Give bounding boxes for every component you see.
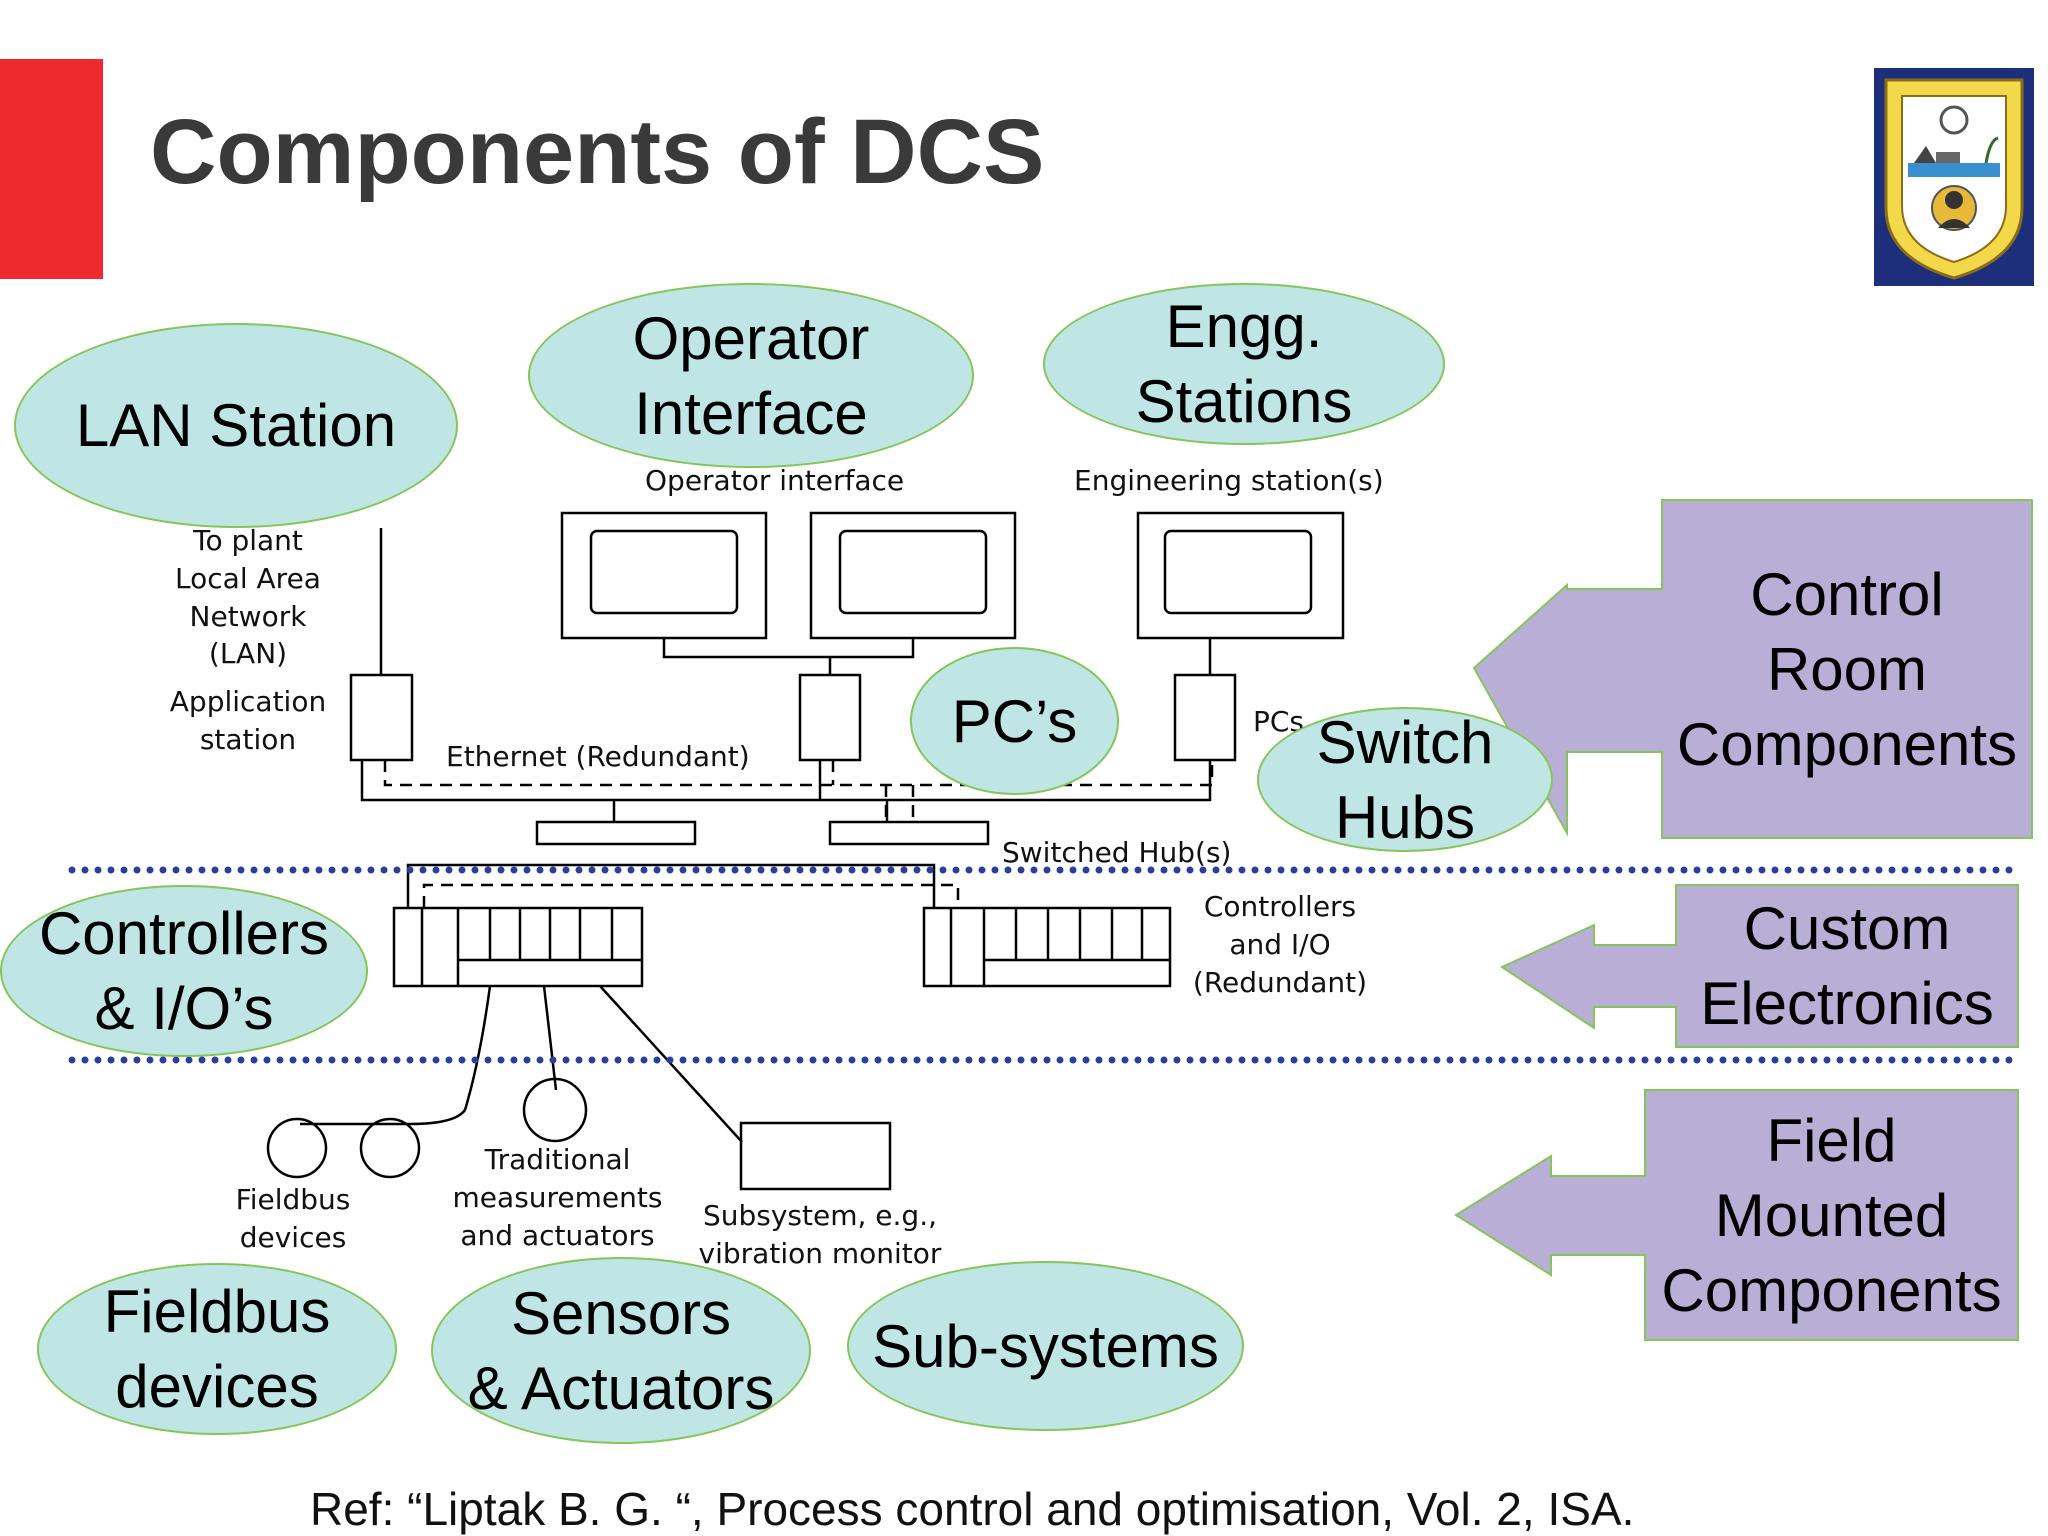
slide-title: Components of DCS xyxy=(150,101,1045,203)
label-application-station: Application station xyxy=(169,685,327,756)
fieldbus-device-1 xyxy=(266,1117,328,1179)
traditional-device xyxy=(522,1077,588,1143)
university-logo xyxy=(1874,68,2034,286)
callout-pcs: PC’s xyxy=(910,647,1119,795)
callout-sensors-actuators: Sensors & Actuators xyxy=(431,1257,811,1444)
field-mounted-arrow xyxy=(1454,1089,2019,1341)
label-traditional: Traditional measurements and actuators xyxy=(452,1143,663,1252)
label-switched-hubs: Switched Hub(s) xyxy=(1002,836,1232,869)
label-fieldbus-devices: Fieldbus devices xyxy=(235,1183,351,1254)
category-control-room: Control Room Components xyxy=(1676,560,2018,778)
application-station-pc xyxy=(349,673,414,762)
switched-hub-1 xyxy=(535,820,697,846)
controller-io-1 xyxy=(392,906,644,988)
label-engineering-stations: Engineering station(s) xyxy=(1074,464,1384,497)
engineering-pc xyxy=(1173,673,1237,762)
category-field-mounted: Field Mounted Components xyxy=(1661,1106,2002,1324)
callout-operator-interface: Operator Interface xyxy=(528,283,974,468)
callout-controllers-ios: Controllers & I/O’s xyxy=(0,885,368,1057)
accent-bar xyxy=(0,59,103,279)
label-operator-interface: Operator interface xyxy=(645,464,905,497)
callout-engg-stations: Engg. Stations xyxy=(1043,283,1445,445)
operator-pc xyxy=(798,673,862,762)
engineering-monitor xyxy=(1136,511,1345,640)
callout-sub-systems: Sub-systems xyxy=(847,1261,1244,1431)
label-ethernet: Ethernet (Redundant) xyxy=(446,740,750,773)
label-subsystem: Subsystem, e.g., vibration monitor xyxy=(698,1199,942,1270)
fieldbus-device-2 xyxy=(359,1117,421,1179)
subsystem-box xyxy=(739,1121,892,1191)
reference-citation: Ref: “Liptak B. G. “, Process control an… xyxy=(310,1483,1635,1535)
switched-hub-2 xyxy=(828,820,990,846)
callout-switch-hubs: Switch Hubs xyxy=(1257,707,1553,852)
control-room-arrow xyxy=(1472,499,2033,839)
category-custom-electronics: Custom Electronics xyxy=(1700,895,1994,1037)
label-controllers-io: Controllers and I/O (Redundant) xyxy=(1192,890,1368,999)
callout-lan-station: LAN Station xyxy=(14,323,458,528)
custom-electronics-arrow xyxy=(1499,884,2019,1048)
label-to-plant-lan: To plant Local Area Network (LAN) xyxy=(175,524,321,671)
callout-fieldbus-devices: Fieldbus devices xyxy=(37,1263,397,1435)
